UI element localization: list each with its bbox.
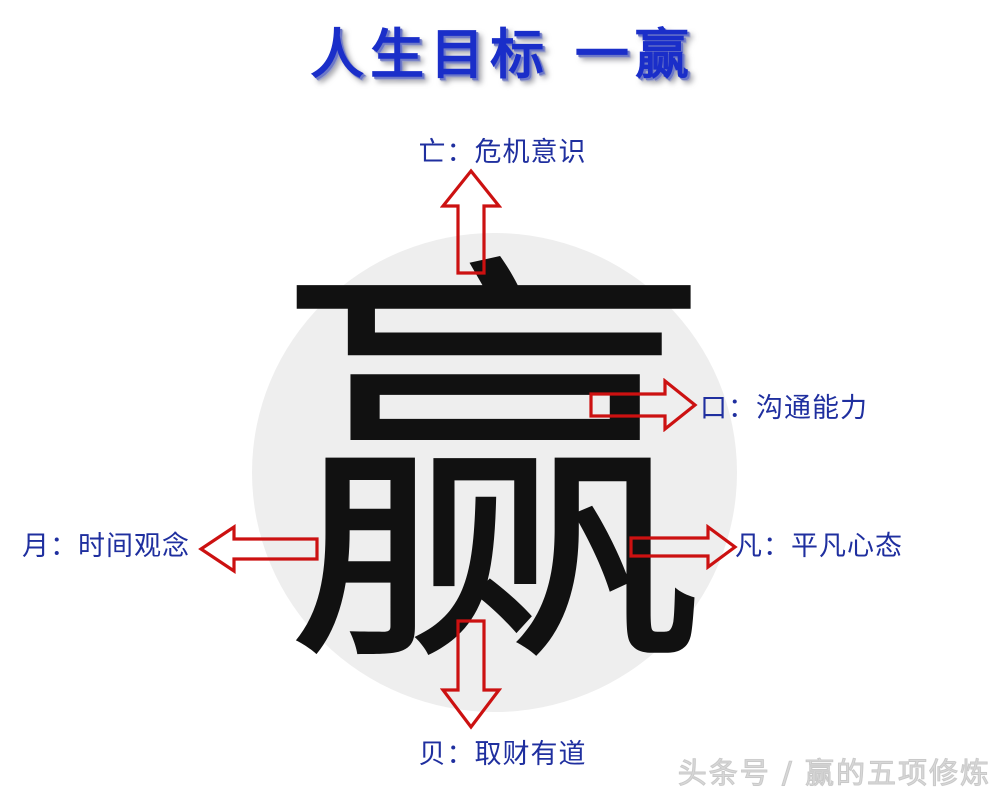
arrow-up-icon xyxy=(439,168,503,280)
arrow-right-upper-icon xyxy=(588,377,698,436)
label-right-communication-ability: 口：沟通能力 xyxy=(700,393,868,424)
label-top-crisis-awareness: 亡：危机意识 xyxy=(418,137,587,168)
arrow-down-icon xyxy=(439,618,503,734)
label-bottom-earning-wealth-properly: 贝：取财有道 xyxy=(418,739,587,770)
label-right-ordinary-mindset: 凡：平凡心态 xyxy=(735,531,903,562)
label-left-time-concept: 月：时间观念 xyxy=(22,531,190,562)
center-circle-backdrop xyxy=(252,233,737,712)
center-character-ying: 赢 xyxy=(279,222,710,723)
arrow-right-lower-icon xyxy=(628,523,738,574)
arrow-left-icon xyxy=(198,524,320,578)
page-title: 人生目标 一赢 xyxy=(310,22,695,86)
watermark-credit: 头条号 / 赢的五项修炼 xyxy=(677,756,991,791)
